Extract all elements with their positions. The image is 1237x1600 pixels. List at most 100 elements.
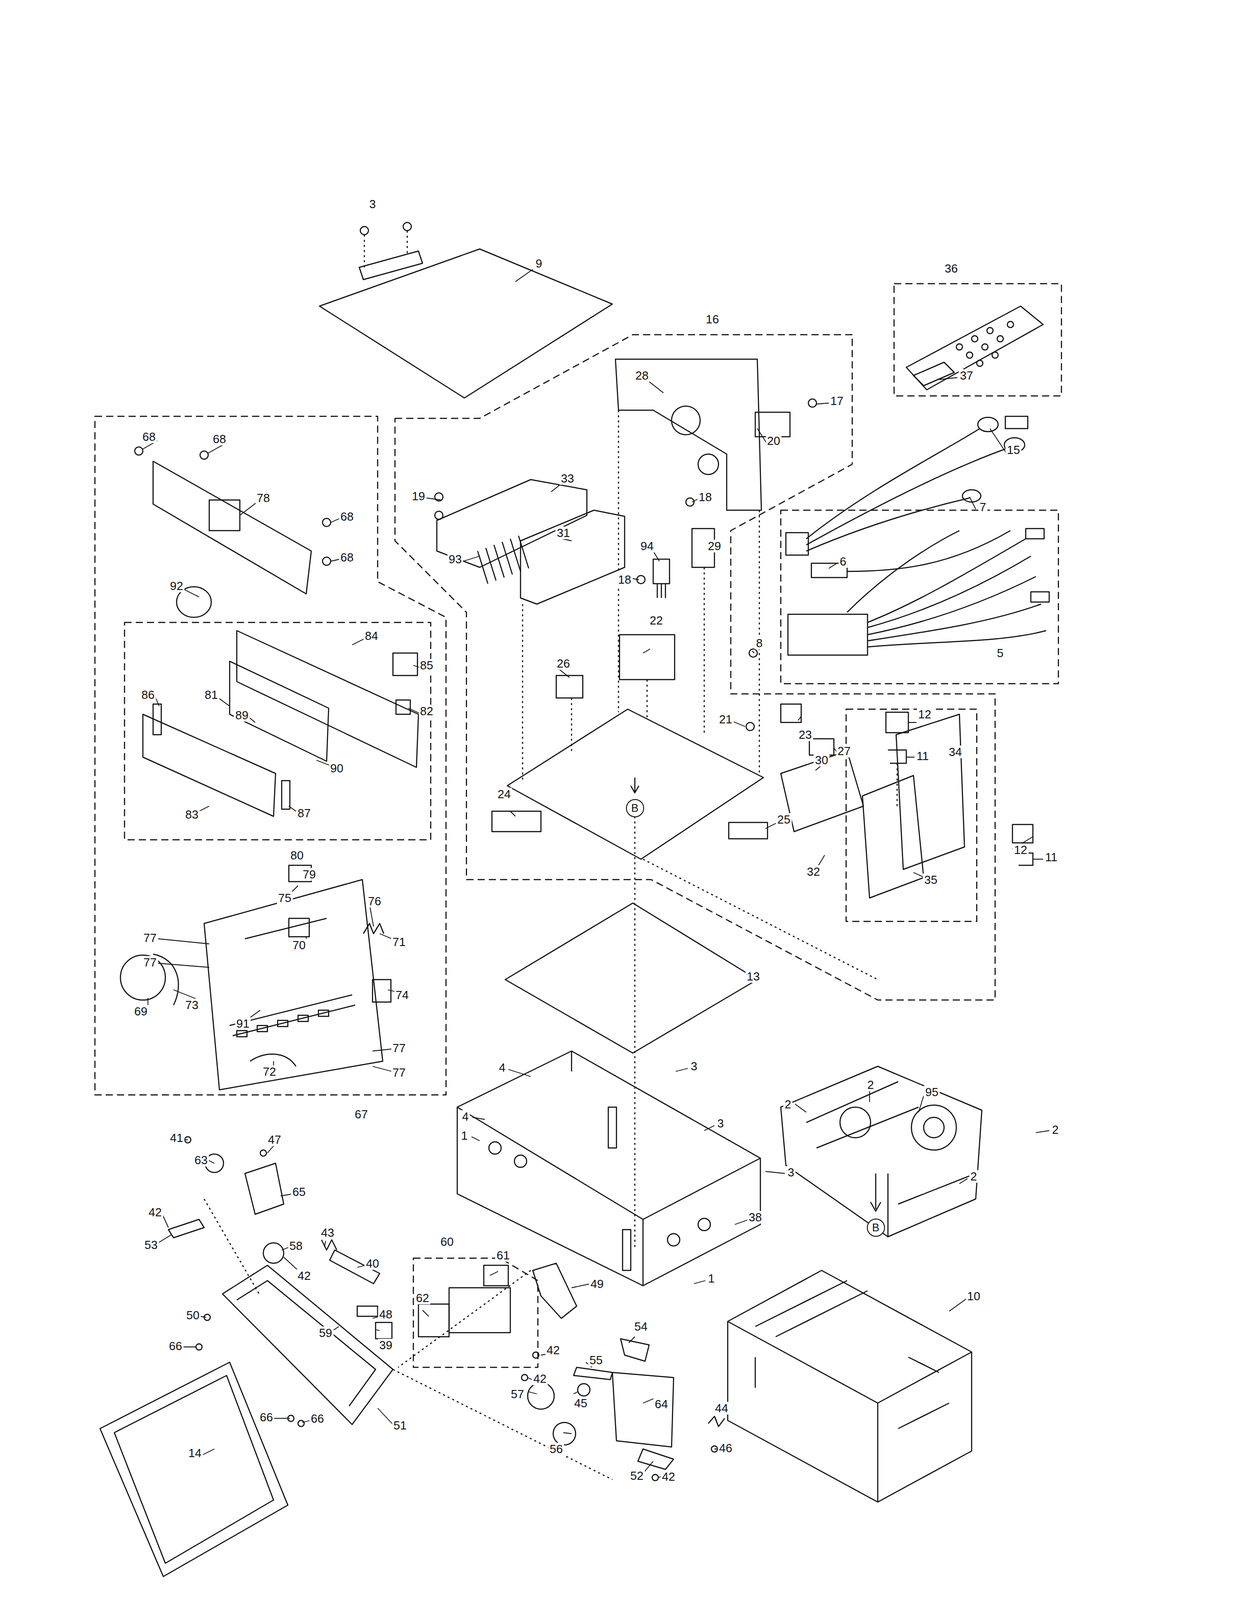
callout-number: 21 [717, 713, 734, 726]
main-board [507, 709, 764, 860]
callout-number: 19 [410, 489, 427, 503]
ic-holder [436, 479, 587, 568]
callout-number: 2 [783, 1098, 793, 1111]
sleeve-slots [755, 1281, 950, 1429]
screw [298, 1420, 305, 1428]
screw-axis [364, 230, 408, 268]
callout-number: 68 [339, 510, 356, 524]
callout-number: 41 [168, 1131, 185, 1145]
callout-number: 12 [1012, 843, 1029, 857]
callout-number: 8 [754, 636, 764, 650]
callout-number: 91 [234, 1017, 251, 1031]
bracket [896, 714, 965, 870]
panel-window [209, 500, 240, 532]
transistor [653, 559, 670, 584]
assembly-lines [204, 1199, 613, 1481]
callout-number: 42 [545, 1344, 562, 1357]
screw [808, 399, 817, 408]
callout-number: 87 [296, 806, 313, 820]
callout-number: 90 [328, 762, 345, 775]
callout-number: 55 [588, 1354, 605, 1367]
top-cover [319, 249, 613, 399]
bezel-inner [114, 1375, 274, 1564]
part [396, 700, 411, 715]
callout-number: 45 [572, 1397, 589, 1410]
callout-number: 70 [291, 938, 308, 952]
callout-number: 2 [865, 1078, 876, 1092]
front-panel [204, 880, 383, 1091]
clip [888, 750, 907, 764]
callout-number: 48 [377, 1308, 394, 1321]
front-panel-rear [153, 461, 312, 595]
callout-number: 54 [633, 1320, 650, 1334]
callout-number: 73 [184, 998, 201, 1012]
callout-number: 86 [140, 688, 157, 702]
callout-number: 84 [363, 629, 380, 643]
callout-number: 61 [495, 1249, 512, 1262]
connector [556, 675, 583, 699]
connector [786, 532, 809, 556]
harness-connector [787, 614, 868, 656]
lcd-frame [142, 714, 276, 817]
spring [708, 1416, 725, 1428]
pad [885, 712, 909, 734]
bracket [244, 1163, 284, 1215]
callout-number: 5 [995, 646, 1005, 660]
jack [780, 704, 802, 724]
callout-number: 51 [392, 1419, 409, 1433]
callout-number: 69 [132, 1005, 149, 1018]
plug [1005, 416, 1028, 429]
arm [620, 1339, 650, 1362]
callout-number: 76 [366, 894, 383, 908]
cable [806, 428, 1006, 552]
reference-letter: B [630, 802, 639, 814]
callout-number: 66 [167, 1339, 184, 1353]
bracket-hole [671, 406, 701, 436]
callout-number: 14 [186, 1447, 203, 1460]
chassis [457, 1051, 761, 1287]
sub-board [862, 775, 924, 899]
callout-number: 17 [829, 394, 846, 408]
plug [1031, 591, 1050, 603]
callout-number: 43 [319, 1226, 336, 1240]
callout-number: 2 [1050, 1123, 1060, 1137]
harness-wires [847, 530, 1047, 648]
callout-number: 95 [924, 1085, 940, 1099]
callout-number: 15 [1005, 443, 1022, 457]
callout-number: 40 [364, 1257, 381, 1271]
callout-number: 10 [965, 1290, 982, 1303]
screw [260, 1150, 267, 1157]
transistor-leads [657, 583, 666, 599]
callout-number: 58 [288, 1239, 304, 1253]
callout-number: 3 [715, 1117, 725, 1130]
gear [553, 1422, 577, 1446]
callout-number: 64 [653, 1398, 670, 1411]
callout-number: 56 [548, 1442, 565, 1456]
callout-number: 68 [211, 432, 228, 446]
callout-number: 81 [203, 688, 220, 702]
callout-number: 53 [143, 1238, 160, 1252]
callout-number: 68 [141, 430, 157, 444]
callout-number: 1 [459, 1129, 470, 1143]
callout-number: 49 [589, 1277, 606, 1291]
callout-number: 92 [168, 579, 185, 593]
frame-inner [236, 1281, 376, 1407]
callout-number: 2 [968, 1170, 978, 1184]
callout-number: 29 [706, 539, 723, 553]
motor [923, 1117, 944, 1139]
callout-number: 38 [747, 1211, 764, 1224]
part [484, 1265, 509, 1286]
screw [652, 1474, 659, 1482]
callout-number: 3 [367, 197, 377, 211]
callout-number: 26 [555, 657, 572, 670]
callout-number: 42 [660, 1470, 677, 1484]
callout-number: 31 [555, 526, 572, 540]
screw [134, 447, 143, 456]
lever [573, 1367, 613, 1380]
callout-number: 3 [689, 1060, 699, 1073]
cd-mechanism [780, 1066, 982, 1237]
switch [288, 918, 310, 938]
screw [403, 222, 412, 231]
callout-number: 22 [648, 614, 665, 627]
